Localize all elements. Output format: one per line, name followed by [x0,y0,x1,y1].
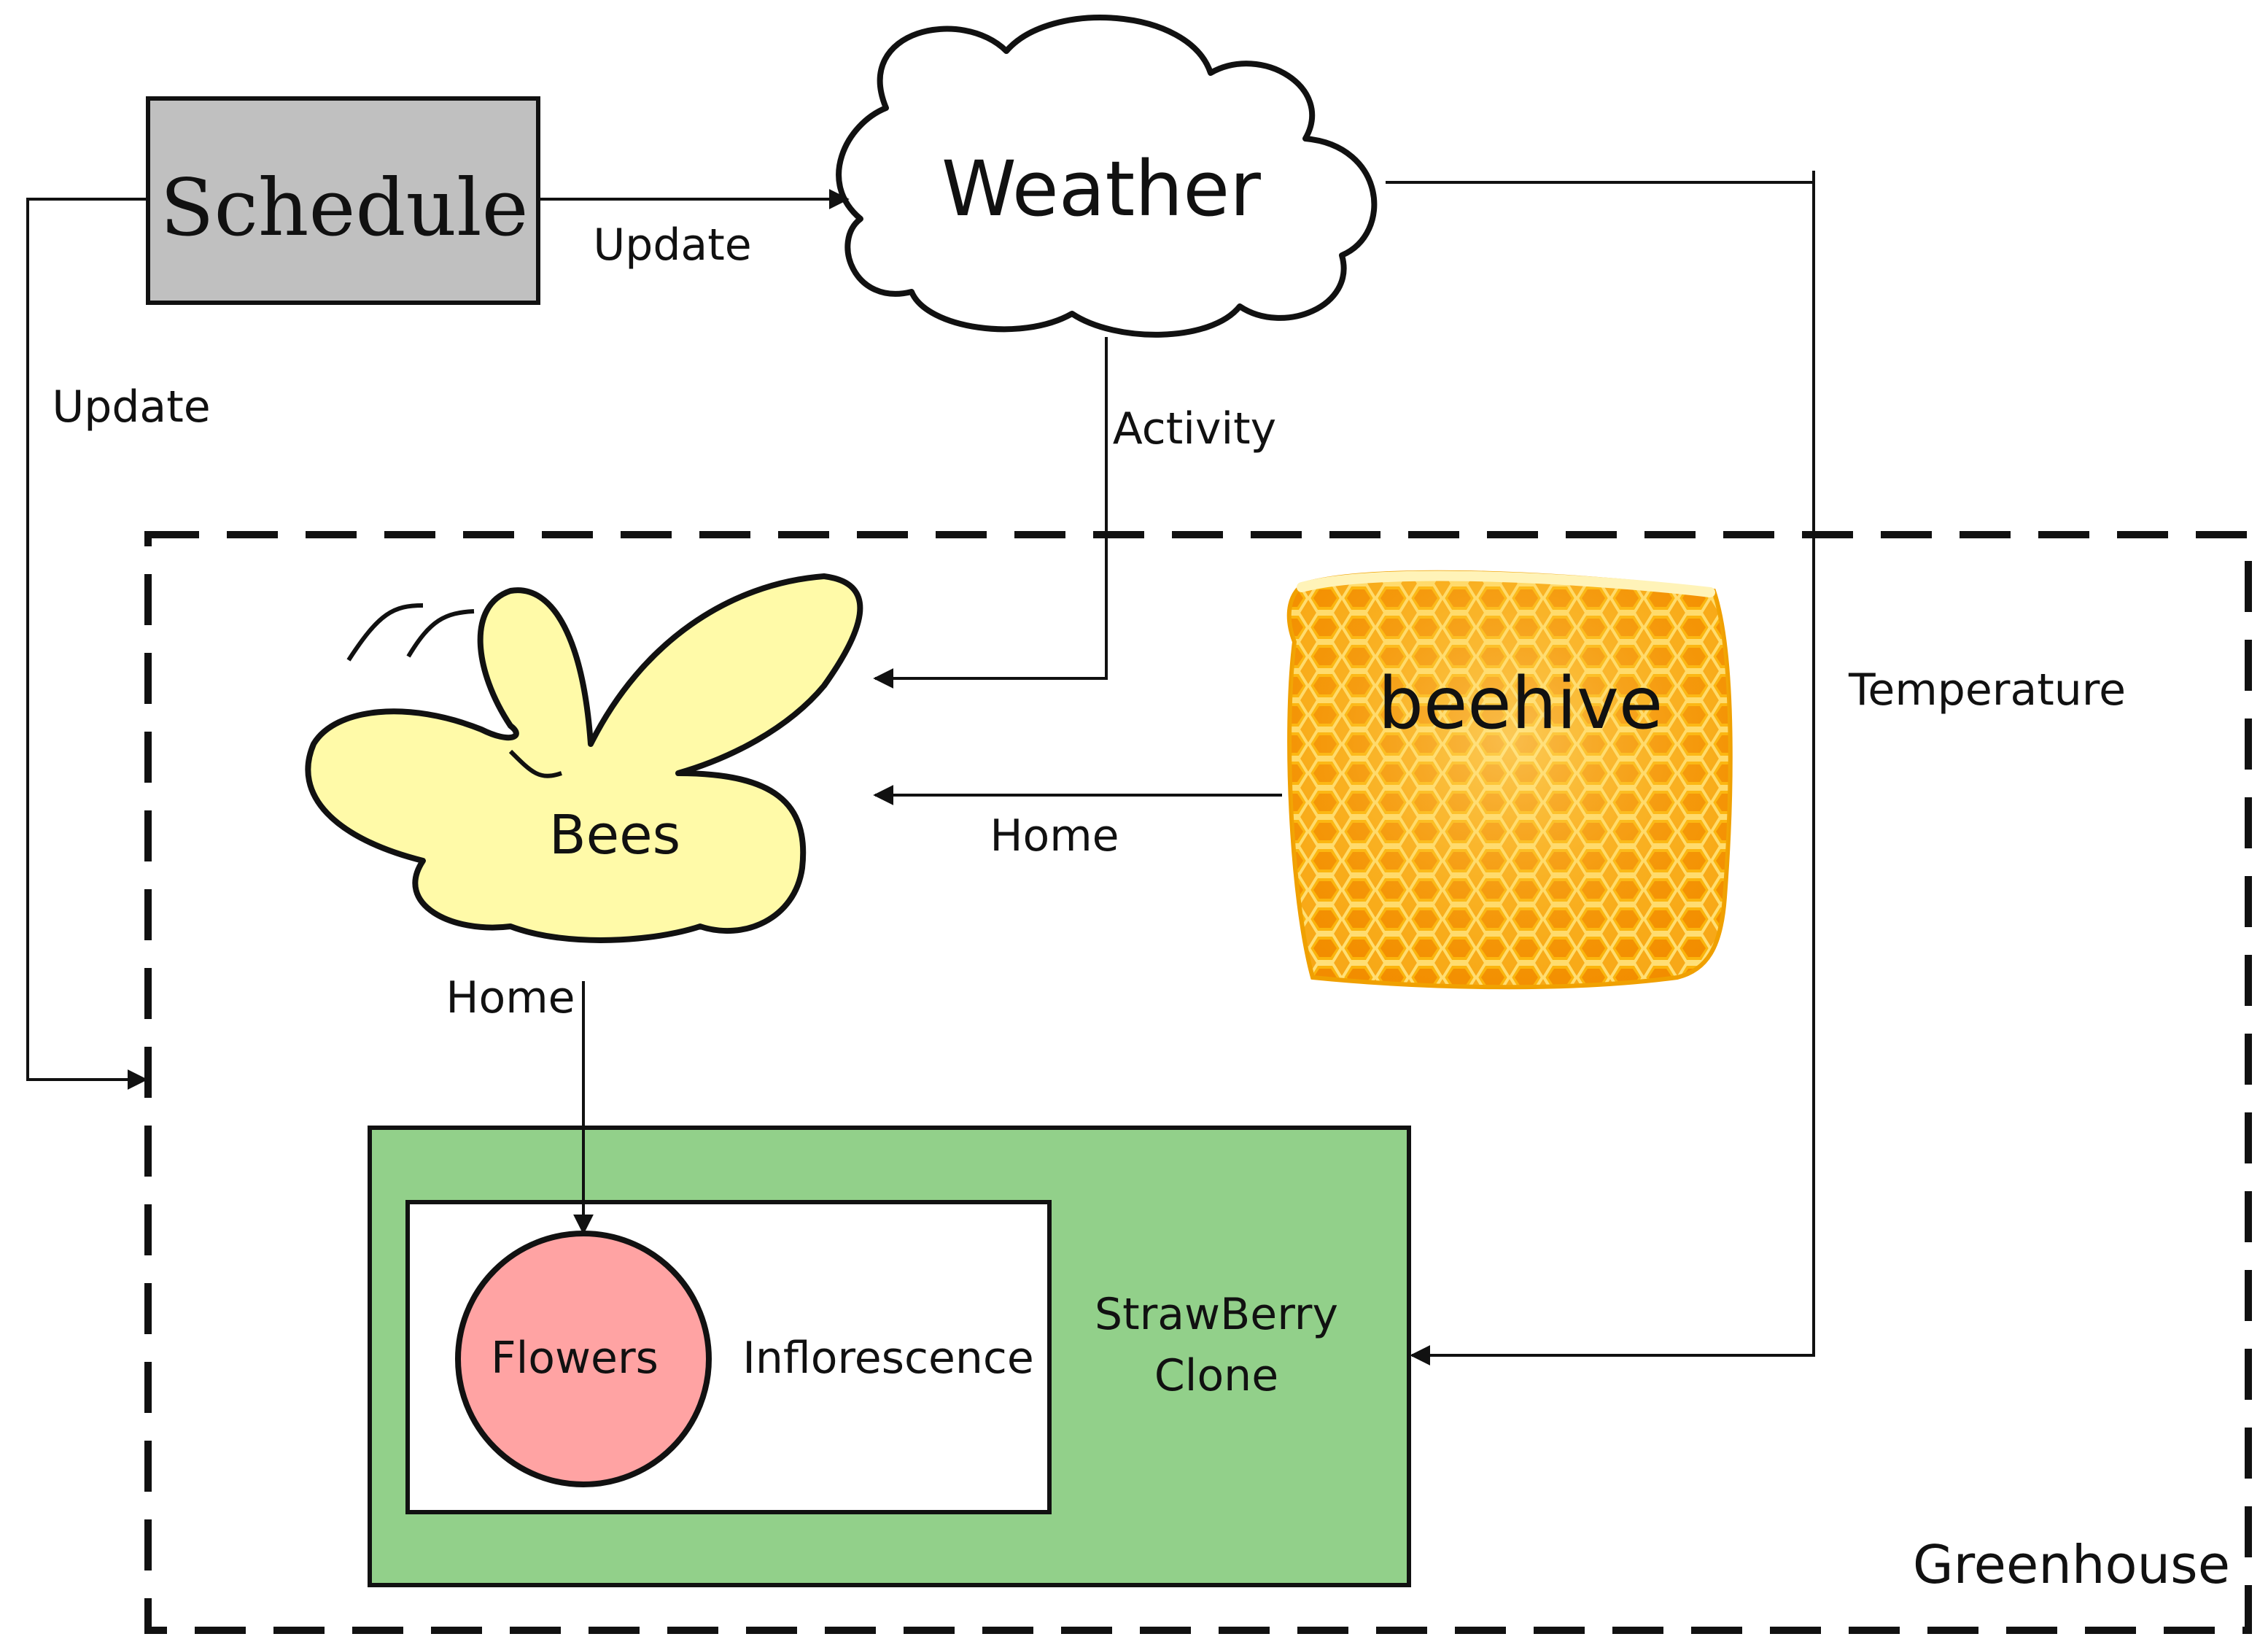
greenhouse-boundary [144,531,2252,1634]
inflorescence-label: Inflorescence [742,1333,1034,1384]
bees-shape [305,573,863,943]
edge-label-beehive-bees: Home [990,810,1119,861]
edge-label-weather-bees: Activity [1113,403,1276,454]
bees-label: Bees [549,804,680,867]
strawberry-clone-label-line1: StrawBerry [1095,1289,1338,1340]
edge-label-weather-strawberry: Temperature [1848,665,2126,716]
weather-cloud [836,15,1378,338]
greenhouse-label: Greenhouse [1913,1534,2230,1595]
beehive-image [1286,570,1733,990]
edge-label-bees-flowers: Home [446,972,575,1023]
edge-weather-to-bees [873,337,1108,689]
schedule-label: Schedule [160,163,528,254]
edge-schedule-to-greenhouse [26,198,148,1090]
edge-label-schedule-weather: Update [593,220,751,271]
weather-label: Weather [941,144,1261,233]
edge-label-schedule-greenhouse: Update [52,381,210,433]
beehive-label: beehive [1378,662,1663,745]
flowers-label: Flowers [491,1333,659,1384]
strawberry-clone-label-line2: Clone [1154,1350,1278,1401]
edge-weather-to-strawberry [1386,181,1815,1366]
